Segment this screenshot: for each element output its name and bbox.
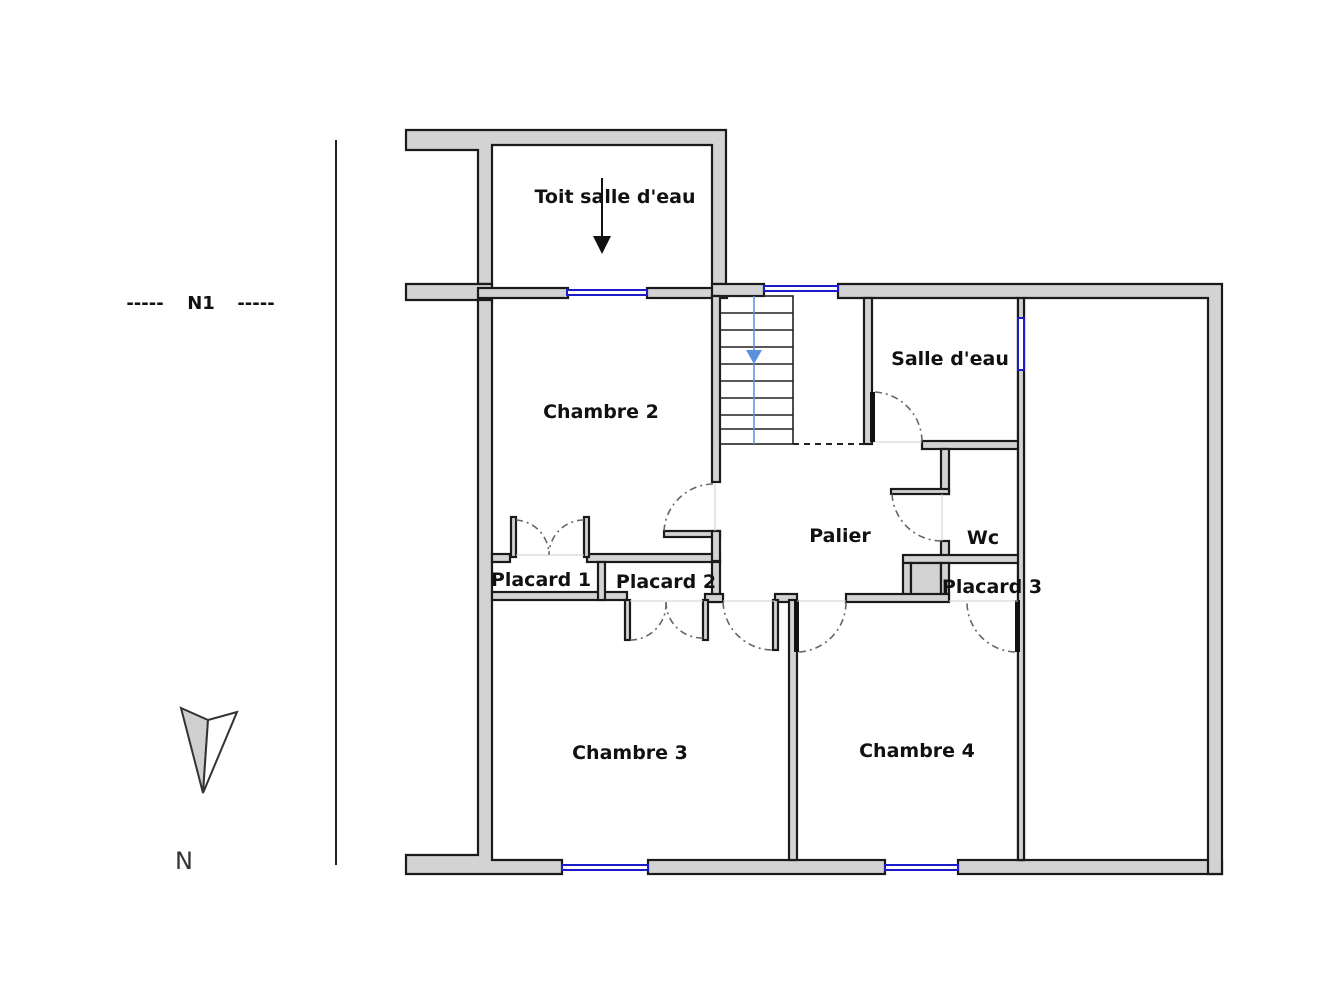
room-label-placard-1: Placard 1	[491, 569, 591, 591]
room-label-palier: Palier	[809, 525, 871, 547]
svg-text:-----: -----	[237, 293, 274, 314]
windows	[561, 285, 1025, 871]
doors	[515, 391, 1020, 653]
window-stairs	[763, 285, 839, 292]
window-chambre-3	[561, 864, 649, 871]
level-label: N1	[187, 293, 215, 314]
compass-icon: N	[175, 706, 239, 875]
staircase	[719, 295, 866, 445]
room-label-chambre-2: Chambre 2	[543, 401, 659, 423]
svg-text:-----: -----	[126, 293, 163, 314]
window-roof	[566, 289, 648, 296]
room-label-toit-salle-deau: Toit salle d'eau	[534, 186, 695, 208]
level-marker: ----- N1 -----	[126, 293, 274, 314]
roof-slope-arrow-icon	[593, 178, 611, 254]
window-salle-deau	[1017, 317, 1025, 371]
stair-direction-arrow-icon	[746, 350, 762, 364]
room-label-chambre-4: Chambre 4	[859, 740, 975, 762]
room-label-wc: Wc	[967, 527, 999, 549]
room-label-salle-deau: Salle d'eau	[891, 348, 1009, 370]
room-label-chambre-3: Chambre 3	[572, 742, 688, 764]
window-chambre-4	[884, 864, 959, 871]
room-labels: Toit salle d'eau Chambre 2 Salle d'eau P…	[491, 186, 1042, 764]
room-label-placard-2: Placard 2	[616, 571, 716, 593]
compass-label: N	[175, 847, 193, 875]
walls	[404, 128, 1224, 876]
room-label-placard-3: Placard 3	[942, 576, 1042, 598]
